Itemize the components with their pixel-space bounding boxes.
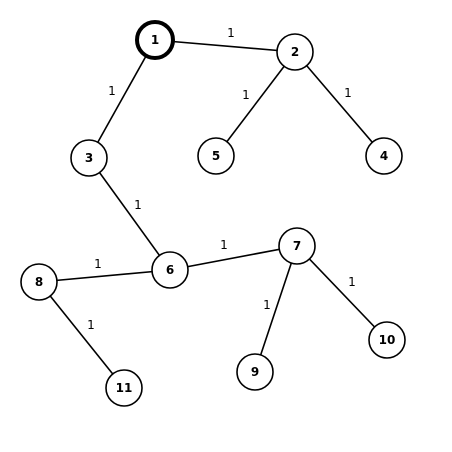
edge-weight-label: 1: [134, 198, 142, 212]
node-label: 1: [151, 33, 159, 47]
node-circle: [135, 20, 175, 60]
node-circle: [20, 263, 58, 301]
edge-weight-label: 1: [348, 275, 356, 289]
edge-6-8: [38, 269, 171, 283]
edge-weight-label: 1: [263, 298, 271, 312]
node-8: 8: [20, 263, 58, 301]
node-label: 7: [293, 239, 301, 253]
node-1: 1: [135, 20, 175, 60]
node-circle: [278, 227, 316, 265]
edge-1-3: [88, 39, 156, 159]
node-label: 11: [116, 381, 133, 395]
node-circle: [365, 137, 403, 175]
edge-weight-label: 1: [108, 84, 116, 98]
edge-labels: 1 1 1 1 1 1 1 1 1 1: [87, 26, 356, 332]
edge-weight-label: 1: [227, 26, 235, 40]
edge-2-4: [294, 51, 385, 157]
node-2: 2: [276, 33, 314, 71]
edge-1-2: [154, 39, 296, 53]
edge-3-6: [88, 157, 171, 271]
node-label: 3: [85, 151, 93, 165]
node-circle: [236, 353, 274, 391]
node-label: 9: [251, 365, 259, 379]
edge-6-7: [169, 245, 298, 271]
node-label: 6: [166, 263, 174, 277]
node-5: 5: [197, 137, 235, 175]
node-circle: [151, 251, 189, 289]
edges: [38, 39, 388, 389]
edge-weight-label: 1: [220, 238, 228, 252]
node-11: 11: [105, 369, 143, 407]
edge-2-5: [215, 51, 296, 157]
edge-weight-label: 1: [94, 257, 102, 271]
edge-7-9: [254, 245, 298, 373]
node-circle: [70, 139, 108, 177]
edge-weight-label: 1: [344, 86, 352, 100]
node-circle: [197, 137, 235, 175]
node-3: 3: [70, 139, 108, 177]
node-circle: [276, 33, 314, 71]
node-circle: [105, 369, 143, 407]
node-6: 6: [151, 251, 189, 289]
node-9: 9: [236, 353, 274, 391]
edge-8-11: [38, 281, 125, 389]
node-label: 2: [291, 45, 299, 59]
edge-weight-label: 1: [242, 88, 250, 102]
node-label: 10: [379, 333, 396, 347]
node-label: 8: [35, 275, 43, 289]
node-label: 4: [380, 149, 388, 163]
edge-weight-label: 1: [87, 318, 95, 332]
node-7: 7: [278, 227, 316, 265]
node-10: 10: [368, 321, 406, 359]
node-label: 5: [212, 149, 220, 163]
node-circle: [368, 321, 406, 359]
node-4: 4: [365, 137, 403, 175]
edge-7-10: [296, 245, 388, 341]
